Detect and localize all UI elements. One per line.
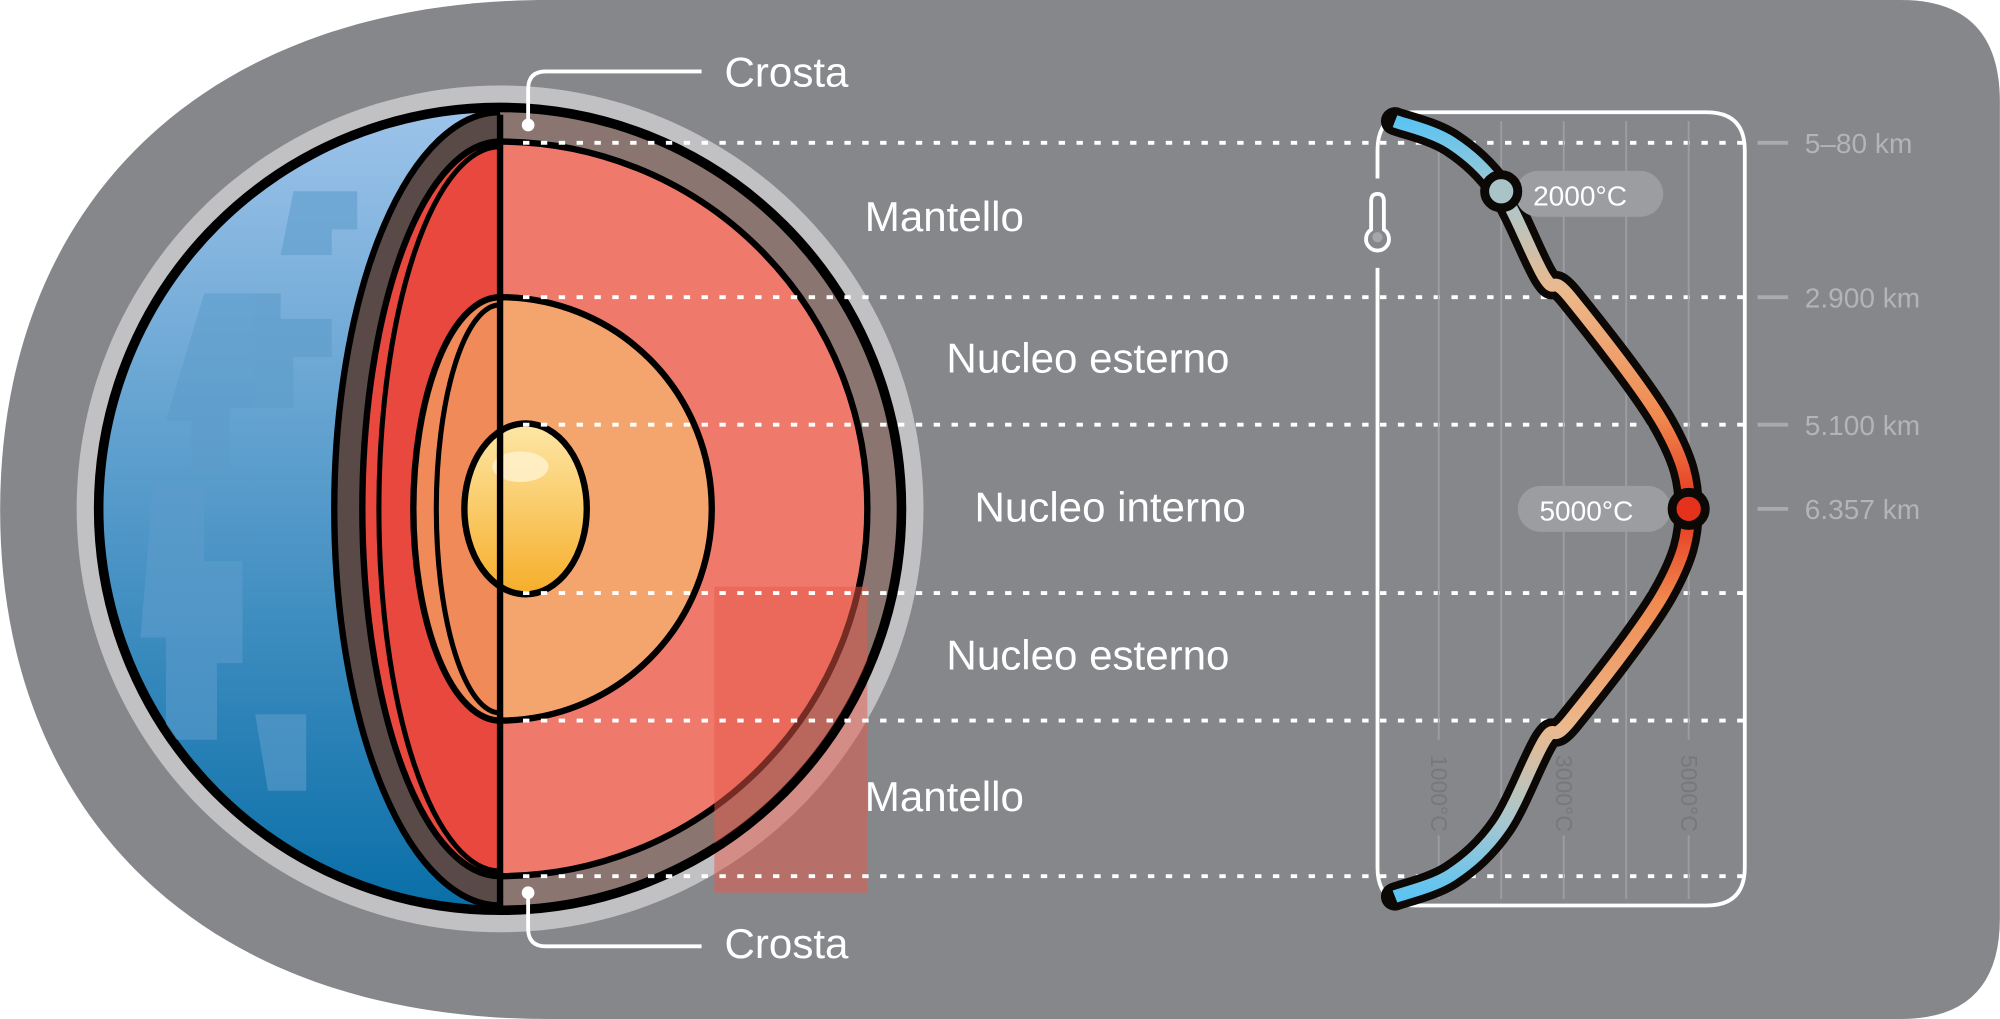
- depth-label-outer-core: 5.100 km: [1805, 410, 1920, 441]
- depth-label-mantle: 2.900 km: [1805, 282, 1920, 313]
- depth-label-crust: 5–80 km: [1805, 128, 1913, 159]
- callout-line-top: [526, 69, 702, 123]
- badge-5000-bg: [1517, 485, 1671, 532]
- temperature-chart: 1000°C 3000°C 5000°C 2000°C 5000°C: [1364, 107, 1747, 911]
- label-inner-core: Nucleo interno: [974, 484, 1245, 531]
- badge-5000: 5000°C: [1539, 495, 1633, 526]
- x-tick-5000: 5000°C: [1676, 755, 1702, 832]
- depth-ticks: [1757, 140, 1789, 511]
- label-outer-core-top: Nucleo esterno: [946, 334, 1229, 381]
- label-crust-bottom: Crosta: [725, 920, 850, 967]
- earth-globe: [76, 85, 924, 933]
- inner-core: [461, 420, 590, 598]
- thermometer-icon: [1364, 191, 1391, 253]
- depth-label-center: 6.357 km: [1805, 494, 1920, 525]
- outer-core-section: [500, 294, 715, 724]
- outer-core-cut-face: [410, 294, 501, 724]
- label-mantle-bottom: Mantello: [865, 773, 1024, 820]
- callout-line-bottom: [526, 895, 702, 949]
- continents: [140, 191, 358, 791]
- x-tick-1000: 1000°C: [1426, 755, 1452, 832]
- depth-guides: [523, 140, 1745, 879]
- label-outer-core-bottom: Nucleo esterno: [946, 632, 1229, 679]
- badge-2000: 2000°C: [1533, 180, 1627, 211]
- badge-2000-bg: [1515, 170, 1664, 217]
- label-mantle-top: Mantello: [865, 193, 1024, 240]
- x-tick-3000: 3000°C: [1551, 755, 1577, 832]
- temperature-marker: [1480, 170, 1523, 213]
- temperature-marker: [1667, 487, 1710, 530]
- label-crust-top: Crosta: [725, 49, 850, 96]
